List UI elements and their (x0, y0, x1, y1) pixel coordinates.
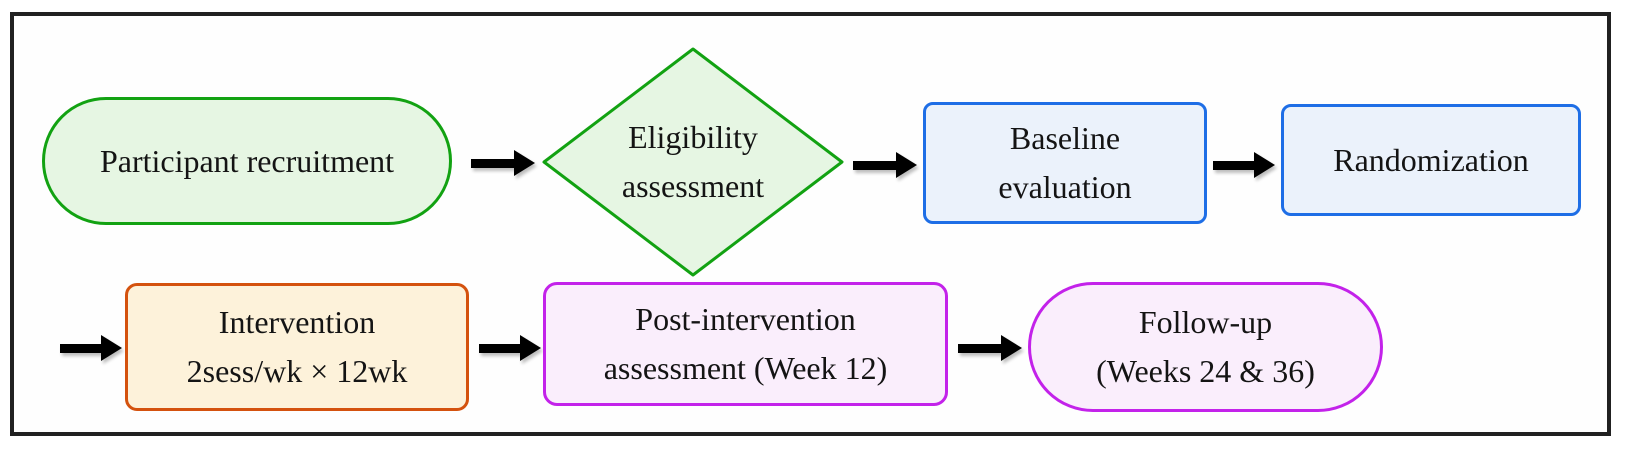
arrow-stem (853, 160, 896, 170)
node-label: Baseline evaluation (998, 120, 1132, 205)
arrow-head (514, 150, 535, 176)
node-post-intervention-assessment: Post-intervention assessment (Week 12) (543, 282, 948, 406)
flow-arrow-icon (958, 334, 1022, 362)
flow-arrow-icon (479, 334, 541, 362)
flow-arrow-icon (60, 334, 122, 362)
arrow-head (1001, 335, 1022, 361)
node-label: Post-intervention assessment (Week 12) (603, 301, 888, 386)
arrow-head (520, 335, 541, 361)
node-follow-up: Follow-up (Weeks 24 & 36) (1028, 282, 1383, 412)
arrow-stem (958, 343, 1001, 353)
arrow-stem (1213, 160, 1254, 170)
arrow-head (101, 335, 122, 361)
node-participant-recruitment: Participant recruitment (42, 97, 452, 225)
node-label: Follow-up (Weeks 24 & 36) (1096, 304, 1315, 389)
node-intervention: Intervention 2sess/wk × 12wk (125, 283, 469, 411)
node-label: Participant recruitment (99, 142, 395, 179)
node-eligibility-assessment: Eligibility assessment (541, 46, 845, 278)
node-label: Intervention 2sess/wk × 12wk (186, 304, 408, 389)
flow-arrow-icon (853, 151, 917, 179)
arrow-head (1254, 152, 1275, 178)
arrow-stem (479, 343, 520, 353)
arrow-head (896, 152, 917, 178)
node-baseline-evaluation: Baseline evaluation (923, 102, 1207, 224)
node-label: Eligibility assessment (621, 119, 765, 204)
arrow-stem (60, 343, 101, 353)
flow-arrow-icon (1213, 151, 1275, 179)
node-randomization: Randomization (1281, 104, 1581, 216)
flow-arrow-icon (471, 149, 535, 177)
node-label: Randomization (1333, 141, 1529, 178)
diamond-shape-icon (542, 47, 844, 277)
arrow-stem (471, 158, 514, 168)
